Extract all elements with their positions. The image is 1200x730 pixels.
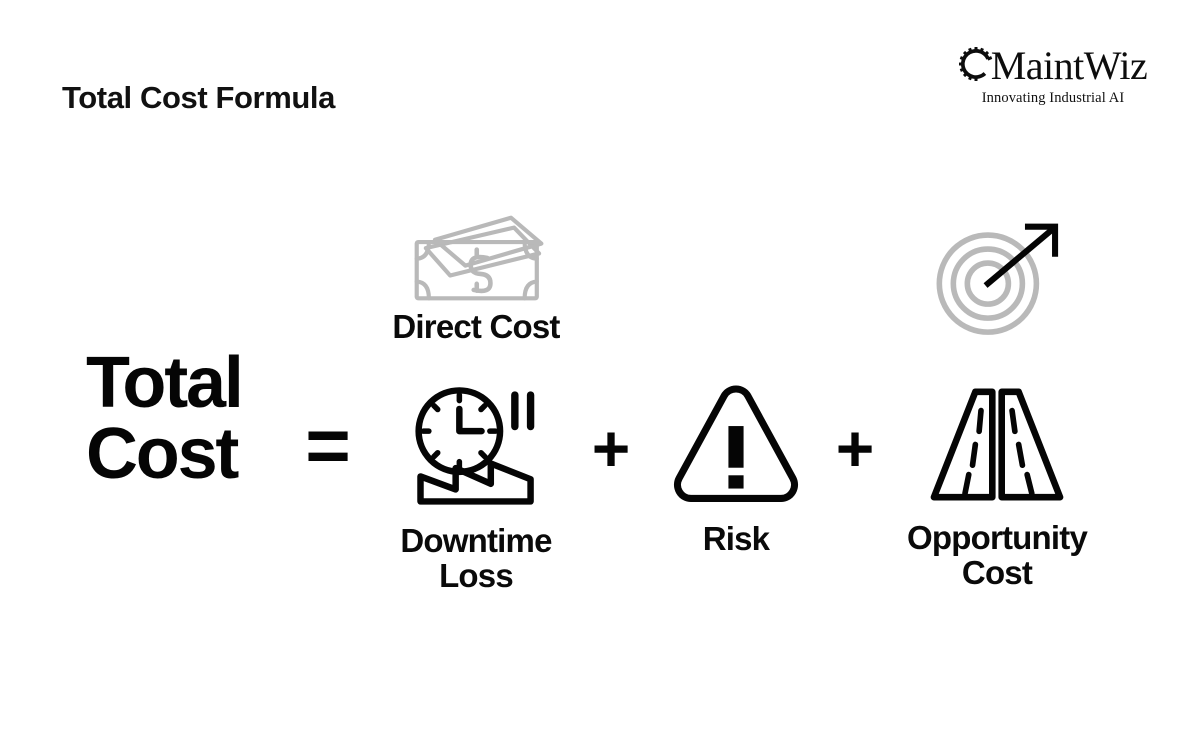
target-decoration — [880, 218, 1120, 338]
term-direct-cost: Direct Cost — [326, 210, 626, 345]
term-downtime-loss: Downtime Loss — [356, 380, 596, 594]
banknotes-dollar-icon — [414, 215, 544, 301]
plus-operator-2: + — [835, 411, 875, 485]
brand-name: MaintWiz — [990, 43, 1148, 88]
gear-icon — [958, 47, 992, 81]
term-risk-label: Risk — [702, 520, 770, 557]
total-cost-line-2: Cost — [86, 413, 239, 494]
term-opportunity-cost-label: Opportunity Cost — [907, 519, 1088, 591]
brand-logo: MaintWiz Innovating Industrial AI — [958, 44, 1148, 106]
page-title: Total Cost Formula — [62, 80, 335, 115]
term-direct-cost-label: Direct Cost — [392, 308, 560, 345]
formula-diagram: Total Cost = — [0, 210, 1200, 670]
brand-name-row: MaintWiz — [958, 44, 1148, 88]
plus-operator-1: + — [591, 411, 631, 485]
target-spiral-arrow-icon — [936, 223, 1059, 335]
equals-operator: = — [305, 401, 351, 489]
total-cost-label: Total Cost — [86, 343, 244, 494]
warning-triangle-icon — [674, 385, 798, 503]
term-risk: Risk — [616, 382, 856, 557]
total-cost-line-1: Total — [86, 343, 244, 423]
term-downtime-loss-label: Downtime Loss — [400, 522, 552, 594]
brand-tagline: Innovating Industrial AI — [981, 90, 1125, 106]
term-opportunity-cost: Opportunity Cost — [872, 382, 1122, 591]
clock-pause-factory-icon — [415, 387, 535, 505]
diverging-roads-icon — [930, 388, 1064, 501]
